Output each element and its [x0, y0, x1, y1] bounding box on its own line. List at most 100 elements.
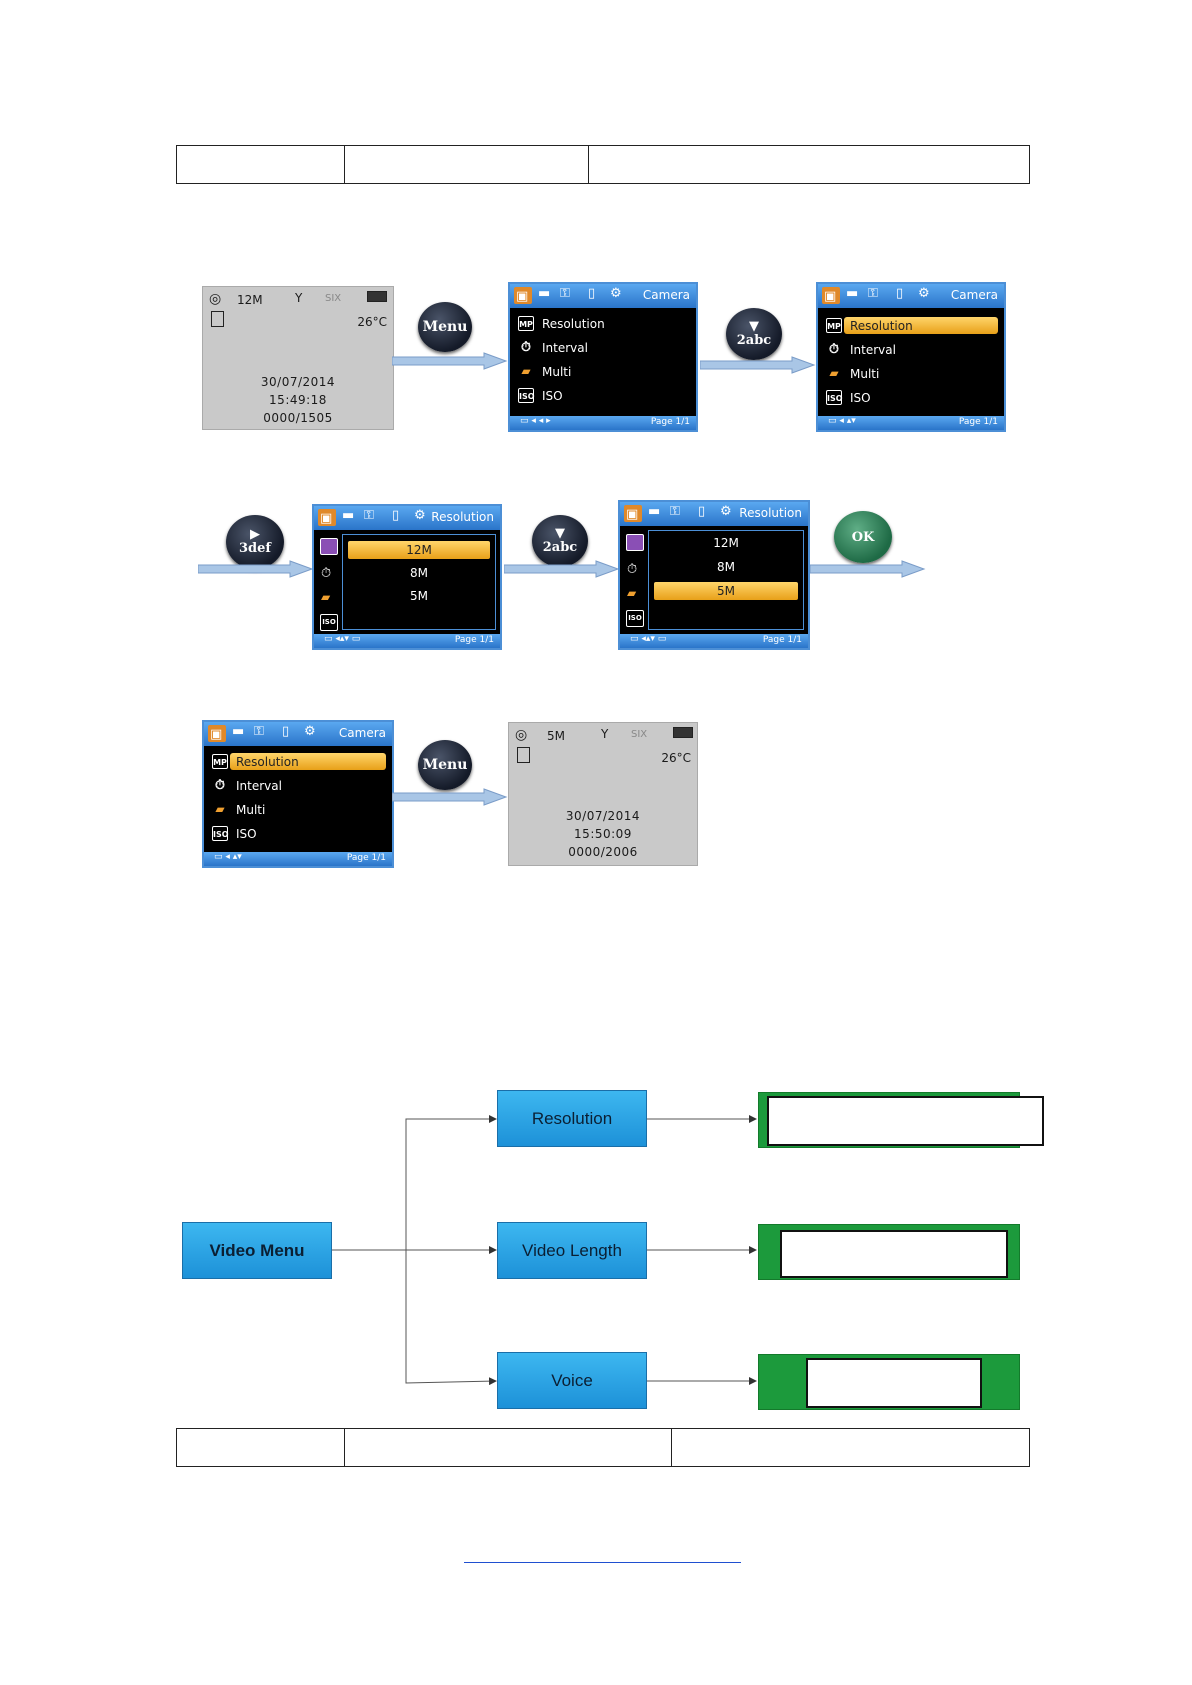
device-icon: ▯ — [392, 508, 400, 523]
nav-icons: ▭ ◂▴▾ ▭ — [630, 634, 667, 644]
menu-item-interval[interactable]: ⏱Interval — [818, 340, 1004, 360]
video-icon: ▬ — [232, 724, 245, 739]
page-indicator: Page 1/1 — [762, 635, 802, 645]
footer-cell-3 — [672, 1429, 1029, 1466]
resolution-menu-screen-selected: ▣ ▬ ⚿ ▯ ⚙ Resolution ⏱ ▰ ISO 12M 8M 5M ▭… — [618, 500, 810, 650]
camera-status-screen: ◎ 12M Y SIX 26°C 30/07/2014 15:49:18 000… — [202, 286, 394, 430]
status-count: 0000/2006 — [568, 845, 638, 859]
status-count: 0000/1505 — [263, 411, 333, 425]
flow-arrow — [700, 356, 816, 374]
interval-icon: ⏱ — [214, 778, 226, 793]
status-time: 15:49:18 — [269, 393, 327, 407]
interval-icon: ⏱ — [520, 340, 532, 355]
footer-link[interactable] — [464, 1562, 741, 1563]
device-icon: ▯ — [896, 286, 904, 301]
resolution-icon — [626, 534, 644, 551]
resolution-icon: MP — [212, 754, 228, 769]
sd-card-icon — [517, 747, 530, 763]
right-button[interactable]: ▶3def — [226, 515, 284, 569]
tab-camera[interactable]: ▣ — [514, 287, 532, 304]
page-indicator: Page 1/1 — [346, 853, 386, 863]
footer-cell-1 — [177, 1429, 345, 1466]
multi-icon: ▰ — [215, 802, 225, 816]
option-8m[interactable]: 8M — [410, 566, 428, 580]
interval-icon: ⏱ — [321, 566, 332, 581]
tab-camera[interactable]: ▣ — [822, 287, 840, 304]
flow-arrow — [392, 788, 508, 806]
iso-icon: ISO — [212, 826, 229, 841]
page-indicator: Page 1/1 — [958, 417, 998, 427]
camera-status-screen-updated: ◎ 5M Y SIX 26°C 30/07/2014 15:50:09 0000… — [508, 722, 698, 866]
option-8m[interactable]: 8M — [717, 560, 735, 574]
battery-icon — [367, 291, 387, 302]
camera-icon: ▣ — [210, 727, 223, 742]
settings-icon: ⚙ — [610, 286, 622, 301]
camera-icon: ▣ — [320, 511, 333, 526]
settings-icon: ⚙ — [720, 504, 732, 519]
interval-icon: ⏱ — [627, 562, 638, 577]
down-button[interactable]: ▼2abc — [532, 515, 588, 567]
device-icon: ▯ — [282, 724, 290, 739]
settings-icon: ⚙ — [304, 724, 316, 739]
flow-arrow — [810, 560, 926, 578]
option-12m[interactable]: 12M — [713, 536, 739, 550]
down-arrow-icon: ▼ — [555, 525, 565, 541]
iso-icon: ISO — [626, 610, 644, 627]
camera-icon: ▣ — [516, 289, 529, 304]
video-menu-box: Video Menu — [182, 1222, 332, 1279]
video-icon: ▬ — [846, 286, 859, 301]
option-5m[interactable]: 5M — [654, 582, 798, 600]
menu-item-multi[interactable]: ▰Multi — [818, 364, 1004, 384]
tab-camera[interactable]: ▣ — [208, 725, 226, 742]
status-time: 15:50:09 — [574, 827, 632, 841]
wrench-icon: ⚿ — [364, 508, 374, 523]
menu-button[interactable]: Menu — [418, 740, 472, 790]
signal-label: SIX — [325, 293, 342, 304]
video-icon: ▬ — [342, 508, 355, 523]
signal-label: SIX — [631, 729, 648, 740]
menu-item-interval[interactable]: ⏱Interval — [204, 776, 392, 796]
video-length-box: Video Length — [497, 1222, 647, 1279]
resolution-icon: MP — [518, 316, 534, 331]
flow-arrow — [504, 560, 620, 578]
tab-camera[interactable]: ▣ — [624, 505, 642, 522]
multi-icon: ▰ — [521, 364, 531, 378]
menu-item-interval[interactable]: ⏱Interval — [510, 338, 696, 358]
menu-button[interactable]: Menu — [418, 302, 472, 352]
resolution-box: Resolution — [497, 1090, 647, 1147]
iso-icon: ISO — [518, 388, 535, 403]
temperature: 26°C — [661, 751, 691, 765]
menu-item-multi[interactable]: ▰Multi — [204, 800, 392, 820]
signal-icon: Y — [601, 727, 609, 741]
flow-arrow — [392, 352, 508, 370]
header-cell-2 — [345, 146, 589, 183]
ok-button[interactable]: OK — [834, 511, 892, 563]
device-icon: ▯ — [588, 286, 596, 301]
menu-title: Resolution — [739, 506, 802, 520]
camera-icon: ▣ — [626, 507, 639, 522]
settings-icon: ⚙ — [918, 286, 930, 301]
down-button[interactable]: ▼2abc — [726, 308, 782, 360]
flow-arrow — [198, 560, 314, 578]
option-5m[interactable]: 5M — [410, 589, 428, 603]
wrench-icon: ⚿ — [868, 286, 878, 301]
resolution-menu-screen: ▣ ▬ ⚿ ▯ ⚙ Resolution ⏱ ▰ ISO 12M 8M 5M ▭… — [312, 504, 502, 650]
resolution-indicator: 5M — [547, 729, 565, 743]
wrench-icon: ⚿ — [560, 286, 570, 301]
iso-icon: ISO — [320, 614, 338, 631]
option-12m[interactable]: 12M — [348, 541, 490, 559]
menu-item-multi[interactable]: ▰Multi — [510, 362, 696, 382]
tab-camera[interactable]: ▣ — [318, 509, 336, 526]
menu-title: Resolution — [431, 510, 494, 524]
interval-icon: ⏱ — [828, 342, 840, 357]
video-length-option-field — [780, 1230, 1008, 1278]
